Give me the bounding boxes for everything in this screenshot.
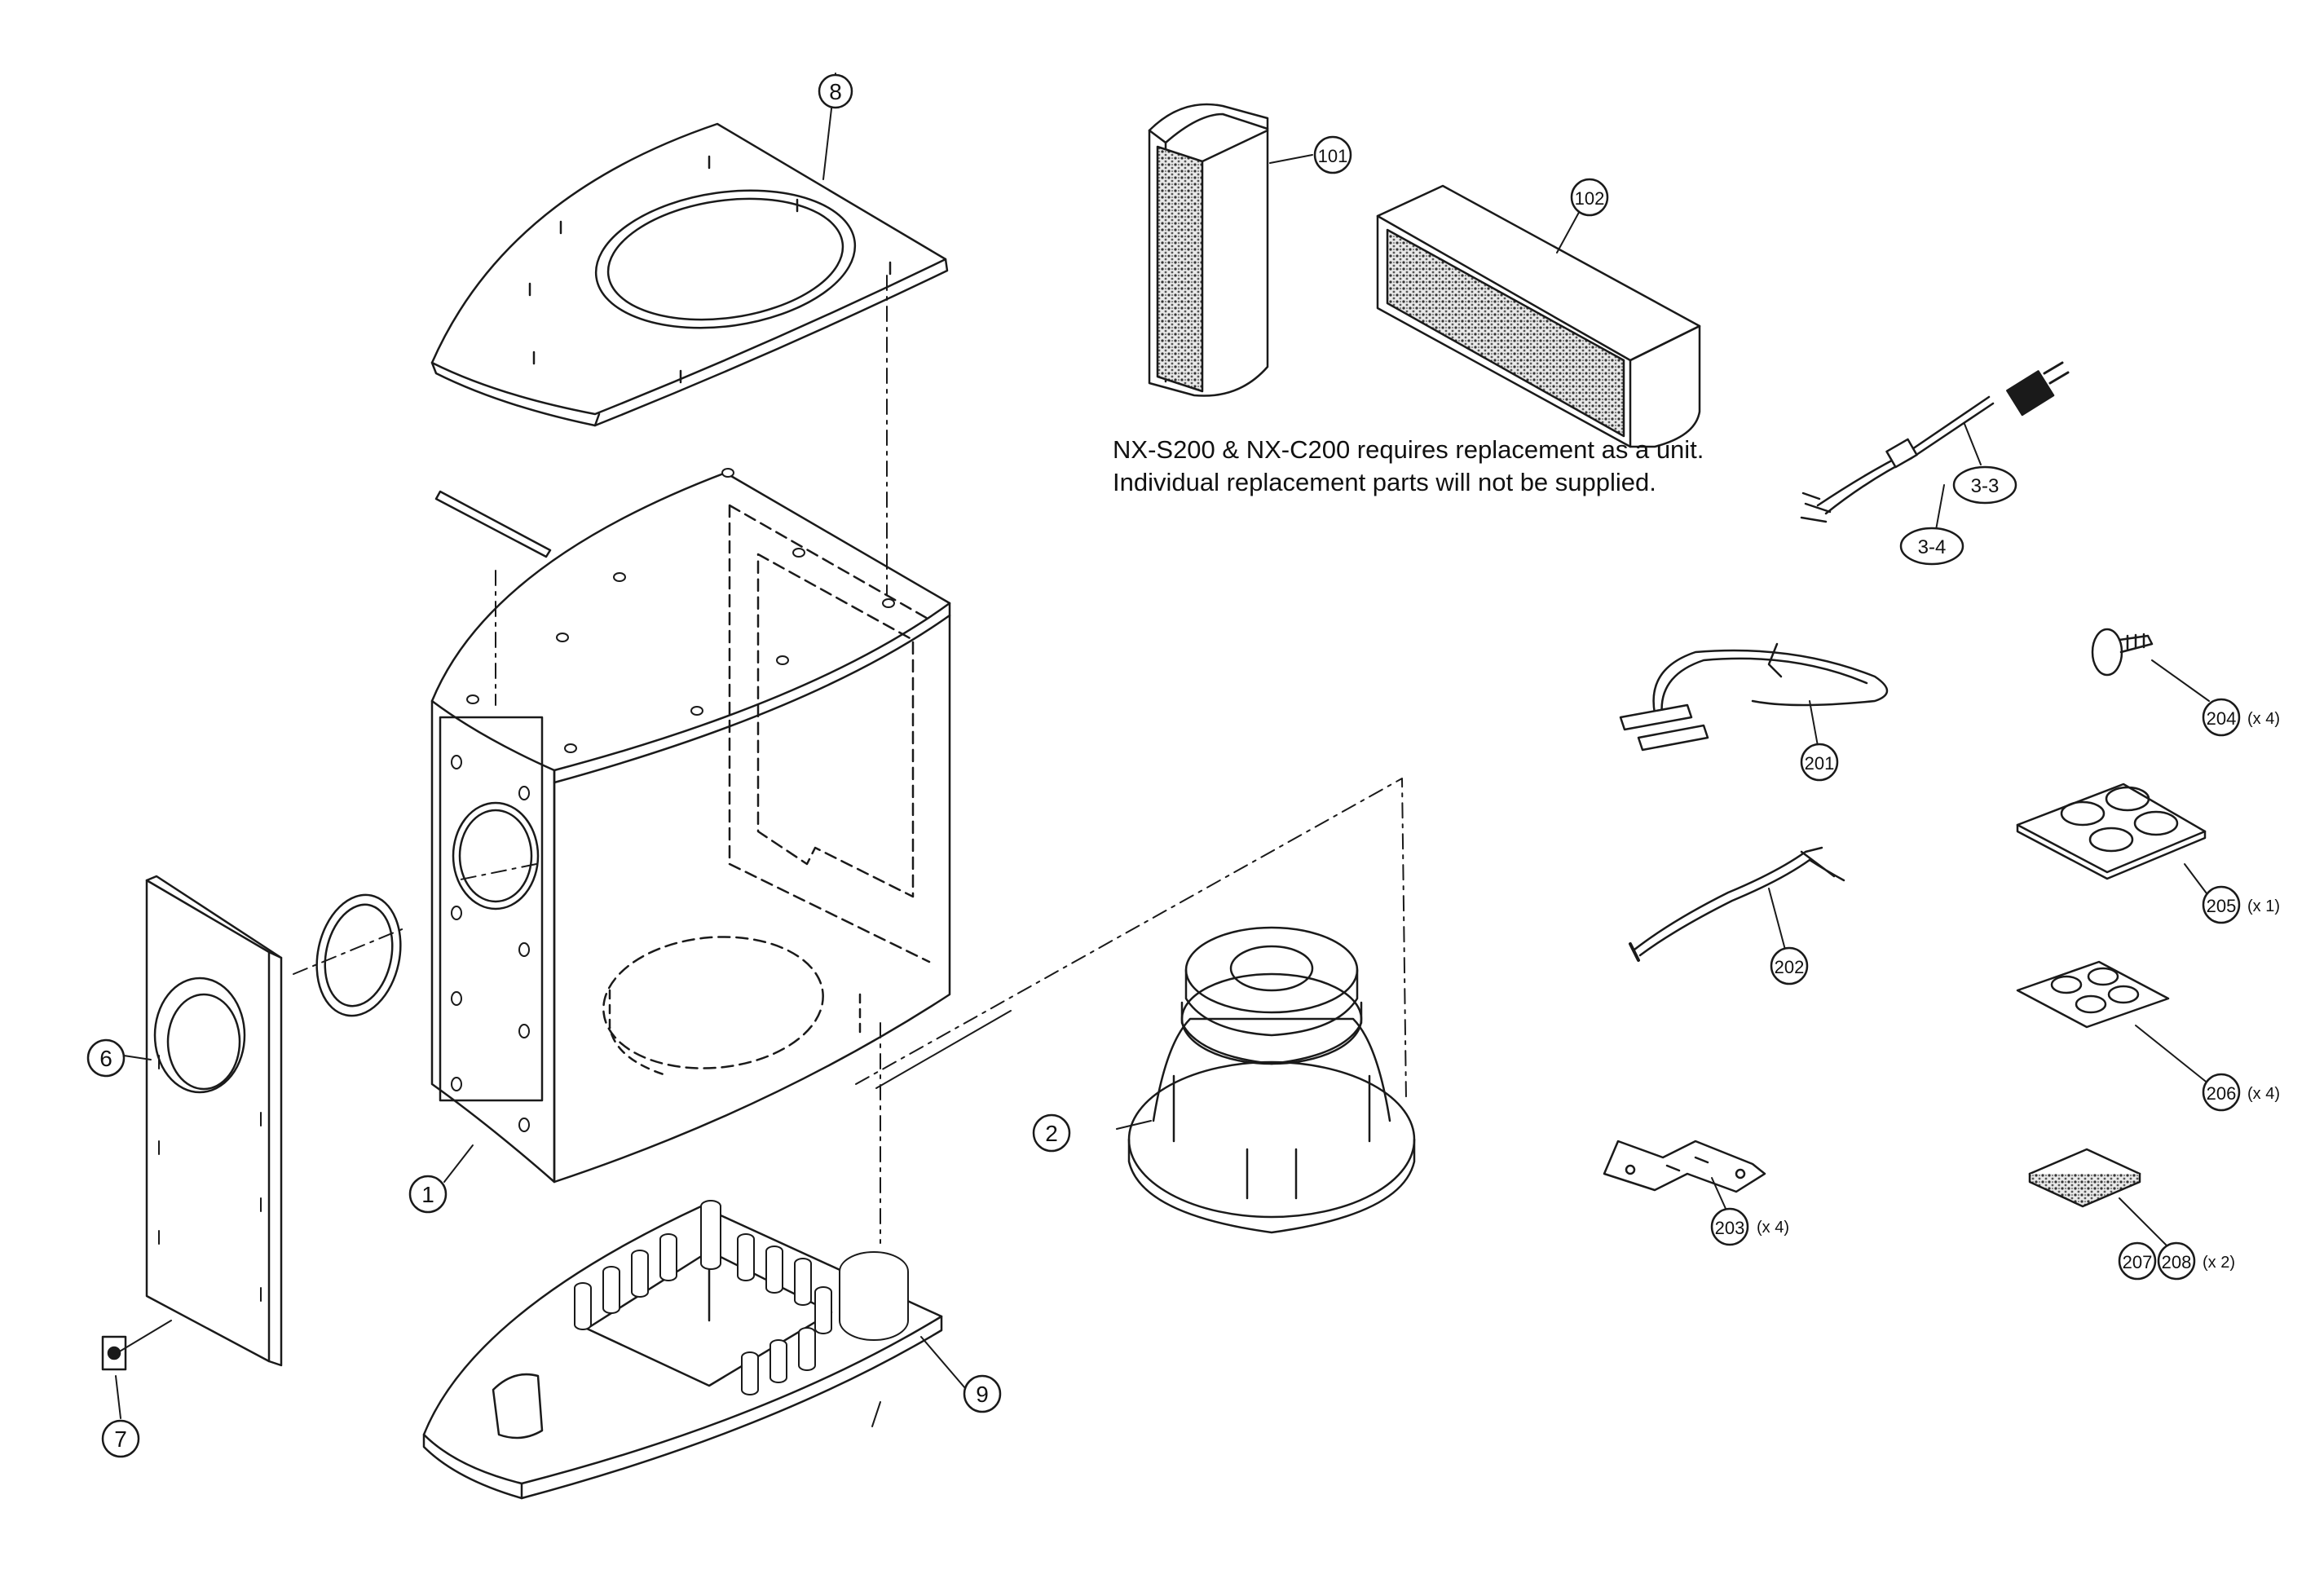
- svg-text:2: 2: [1045, 1121, 1058, 1146]
- rca-cable-part-201: [1619, 642, 1889, 752]
- svg-text:(x 2): (x 2): [2203, 1254, 2235, 1272]
- svg-text:(x 4): (x 4): [2247, 1085, 2280, 1103]
- svg-text:9: 9: [976, 1382, 989, 1407]
- front-baffle-part-6: [145, 875, 283, 1367]
- callout-2: 2: [1032, 1113, 1071, 1153]
- callout-6: 6: [86, 1038, 126, 1078]
- cabinet-part-1: [430, 471, 951, 1184]
- svg-text:7: 7: [114, 1426, 127, 1452]
- replacement-note-line-2: Individual replacement parts will not be…: [1113, 468, 1656, 496]
- foam-strip: [434, 490, 552, 558]
- callout-102: 102: [1570, 178, 1609, 217]
- screw-part-204: [2091, 628, 2154, 677]
- callout-204: 204 (x 4): [2202, 698, 2280, 737]
- replacement-note-line-1: NX-S200 & NX-C200 requires replacement a…: [1113, 435, 1704, 464]
- callout-206: 206 (x 4): [2202, 1073, 2280, 1112]
- svg-text:101: 101: [1318, 146, 1348, 166]
- svg-text:207: 207: [2123, 1252, 2153, 1272]
- foot-pad-sheet-part-206: [2016, 960, 2170, 1029]
- callout-7: 7: [101, 1419, 140, 1458]
- pad-part-207-208: [2028, 1148, 2141, 1208]
- callout-101: 101: [1313, 135, 1352, 174]
- callout-202: 202: [1770, 946, 1809, 985]
- svg-text:(x 4): (x 4): [2247, 710, 2280, 728]
- svg-text:206: 206: [2207, 1083, 2237, 1104]
- svg-text:204: 204: [2207, 708, 2237, 729]
- svg-text:1: 1: [421, 1182, 434, 1207]
- top-panel-part-8: [430, 122, 949, 427]
- svg-text:(x 4): (x 4): [1757, 1219, 1789, 1237]
- replacement-note: NX-S200 & NX-C200 requires replacement a…: [1113, 434, 1781, 499]
- svg-text:205: 205: [2207, 896, 2237, 916]
- callout-205: 205 (x 1): [2202, 885, 2280, 924]
- center-speaker-part-102: [1376, 184, 1701, 448]
- callout-207: 207: [2118, 1241, 2157, 1281]
- svg-text:202: 202: [1775, 957, 1805, 977]
- svg-text:102: 102: [1575, 188, 1605, 209]
- svg-text:201: 201: [1805, 753, 1835, 774]
- callout-8: 8: [818, 73, 853, 109]
- svg-text:(x 1): (x 1): [2247, 897, 2280, 915]
- bracket-part-203: [1603, 1140, 1766, 1193]
- foot-pad-sheet-part-205: [2016, 783, 2207, 880]
- callout-9: 9: [963, 1374, 1002, 1413]
- svg-text:6: 6: [99, 1046, 112, 1071]
- ring-gasket: [315, 893, 402, 1017]
- woofer-part-2: [1127, 926, 1416, 1234]
- dash-dot-guides: [293, 275, 1407, 1244]
- callout-3-4: 3-4: [1899, 527, 1964, 566]
- callout-3-3: 3-3: [1952, 465, 2017, 505]
- callout-labels: 8 101 102 3-3 3-4 201 202 203 (x: [86, 73, 2280, 1458]
- svg-text:3-4: 3-4: [1918, 536, 1947, 558]
- svg-text:208: 208: [2162, 1252, 2192, 1272]
- power-cord-part-3: [1800, 361, 2070, 523]
- svg-text:203: 203: [1715, 1218, 1745, 1238]
- satellite-speaker-part-101: [1148, 103, 1269, 397]
- bottom-base-part-9: [422, 1205, 943, 1500]
- terminal-part-7: [101, 1335, 127, 1371]
- speaker-wire-part-202: [1629, 846, 1845, 962]
- svg-text:3-3: 3-3: [1971, 475, 2000, 497]
- svg-text:8: 8: [829, 79, 842, 104]
- callout-203: 203 (x 4): [1710, 1207, 1789, 1246]
- callout-208: 208 (x 2): [2157, 1241, 2235, 1281]
- callout-1: 1: [408, 1175, 448, 1214]
- callout-201: 201: [1800, 743, 1839, 782]
